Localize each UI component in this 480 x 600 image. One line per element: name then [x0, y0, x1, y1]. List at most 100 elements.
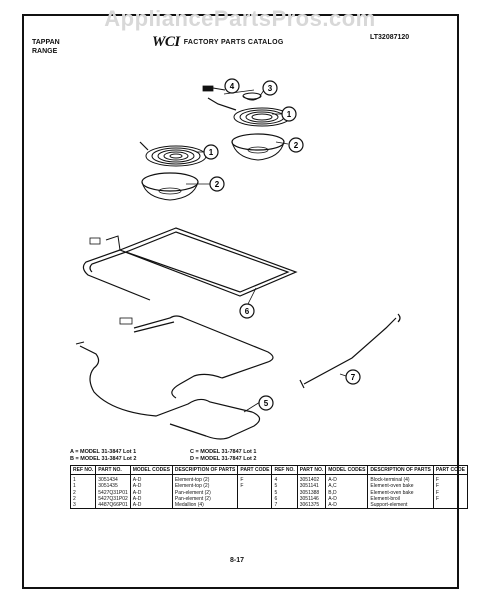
table-row: 2 5427Q31P02 A-D Pan-element (2) 6 30511…: [70, 495, 468, 503]
callout-2-right: 2: [288, 137, 304, 153]
callout-label: 2: [294, 141, 299, 150]
wci-logo: WCI: [152, 34, 180, 50]
model-legend-row: A = MODEL 31-3847 Lot 1 C = MODEL 31-784…: [70, 449, 310, 456]
table-cell: Block-terminal (4): [367, 474, 434, 484]
table-cell: 4487Q66P01: [95, 502, 131, 509]
callout-7: 7: [345, 369, 361, 385]
table-cell: 6: [271, 495, 298, 503]
table-cell: 1: [70, 483, 97, 490]
table-cell: B,D: [325, 489, 369, 496]
col-model-codes: MODEL CODES: [130, 465, 173, 476]
table-cell: 7: [271, 502, 298, 509]
callout-1-right: 1: [281, 106, 297, 122]
callout-label: 3: [268, 84, 273, 93]
col-part-code: PART CODE: [237, 465, 273, 476]
table-cell: Element-oven bake: [367, 483, 434, 490]
col-ref-no: REF NO.: [70, 465, 97, 476]
callout-4: 4: [224, 78, 240, 94]
table-cell: A,C: [325, 483, 369, 490]
element-top-left: [139, 141, 207, 167]
table-cell: Pan-element (2): [172, 495, 239, 503]
callout-1-left: 1: [203, 144, 219, 160]
model-code-c: C = MODEL 31-7847 Lot 1: [190, 449, 257, 455]
callout-label: 1: [209, 148, 214, 157]
pan-top-right: [231, 133, 285, 161]
table-cell: Element-top (2): [172, 483, 239, 490]
table-cell: F: [433, 489, 468, 496]
pan-top-left: [141, 172, 199, 201]
table-cell: 1: [70, 474, 97, 484]
table-cell: [237, 495, 273, 503]
catalog-code: LT32087120: [370, 34, 410, 41]
table-cell: [237, 489, 273, 496]
table-cell: A-D: [130, 489, 173, 496]
table-row: 1 3051434 A-D Element-top (2) F 4 305140…: [70, 474, 468, 484]
callout-label: 7: [351, 373, 356, 382]
table-row: 1 3051435 A-D Element-top (2) F 5 305114…: [70, 483, 468, 490]
table-cell: 2: [70, 489, 97, 496]
terminal-block: [202, 85, 226, 92]
table-cell: 3: [70, 502, 97, 509]
table-cell: 3051434: [95, 474, 131, 484]
col-part-no: PART NO.: [297, 465, 327, 476]
table-cell: Pan-element (2): [172, 489, 239, 496]
table-cell: [237, 502, 273, 509]
table-cell: 5: [271, 489, 298, 496]
page-number: 8-17: [230, 557, 245, 564]
model-legend: A = MODEL 31-3847 Lot 1 C = MODEL 31-784…: [70, 449, 310, 463]
table-cell: 5: [271, 483, 298, 490]
table-cell: Element-top (2): [172, 474, 239, 484]
brand-line-2: RANGE: [32, 48, 58, 55]
table-cell: A-D: [325, 502, 369, 509]
callout-label: 6: [245, 307, 250, 316]
callout-markers: 4 3 1 2 1 2 6 7 5: [203, 78, 361, 411]
callout-label: 5: [264, 399, 269, 408]
table-cell: F: [237, 474, 273, 484]
col-model-codes: MODEL CODES: [325, 465, 369, 476]
table-cell: 3061375: [297, 502, 327, 509]
catalog-title: FACTORY PARTS CATALOG: [183, 39, 284, 46]
table-cell: A-D: [130, 483, 173, 490]
table-cell: Support-element: [367, 502, 434, 509]
table-cell: Element-broil: [367, 495, 434, 503]
callout-label: 2: [215, 180, 220, 189]
callout-5: 5: [258, 395, 274, 411]
catalog-header: WCI FACTORY PARTS CATALOG: [152, 34, 284, 51]
model-legend-row: B = MODEL 31-3847 Lot 2 D = MODEL 31-784…: [70, 456, 310, 463]
element-bake: [75, 315, 274, 440]
table-cell: F: [433, 474, 468, 484]
table-row: 2 5427Q31P01 A-D Pan-element (2) 5 30513…: [70, 489, 468, 496]
support-element: [299, 313, 401, 389]
brand-label: TAPPAN RANGE: [32, 38, 60, 56]
element-broil: [82, 227, 298, 301]
leader-lines: [186, 89, 347, 413]
table-row: 3 4487Q66P01 A-D Medallion (4) 7 3061375…: [70, 502, 468, 509]
table-cell: A-D: [130, 495, 173, 503]
table-cell: 3051402: [297, 474, 327, 484]
table-cell: Element-oven bake: [367, 489, 434, 496]
col-part-code: PART CODE: [433, 465, 468, 476]
table-cell: 3051146: [297, 495, 327, 503]
callout-6: 6: [239, 303, 255, 319]
table-cell: 4: [271, 474, 298, 484]
table-cell: 3051435: [95, 483, 131, 490]
table-cell: 3051141: [297, 483, 327, 490]
model-code-d: D = MODEL 31-7847 Lot 2: [190, 456, 257, 462]
table-cell: F: [237, 483, 273, 490]
col-description: DESCRIPTION OF PARTS: [172, 465, 239, 476]
callout-label: 4: [230, 82, 235, 91]
model-code-b: B = MODEL 31-3847 Lot 2: [70, 456, 137, 462]
callout-3: 3: [262, 80, 278, 96]
table-cell: F: [433, 495, 468, 503]
model-code-a: A = MODEL 31-3847 Lot 1: [70, 449, 137, 455]
watermark: AppliancePartsPros.com: [104, 6, 376, 31]
col-ref-no: REF NO.: [271, 465, 298, 476]
brand-line-1: TAPPAN: [32, 39, 60, 46]
callout-2-left: 2: [209, 176, 225, 192]
table-cell: Medallion (4): [172, 502, 239, 509]
table-cell: [433, 502, 468, 509]
table-cell: 5427Q31P01: [95, 489, 131, 496]
table-cell: A-D: [325, 474, 369, 484]
parts-table-header: REF NO. PART NO. MODEL CODES DESCRIPTION…: [70, 465, 468, 476]
